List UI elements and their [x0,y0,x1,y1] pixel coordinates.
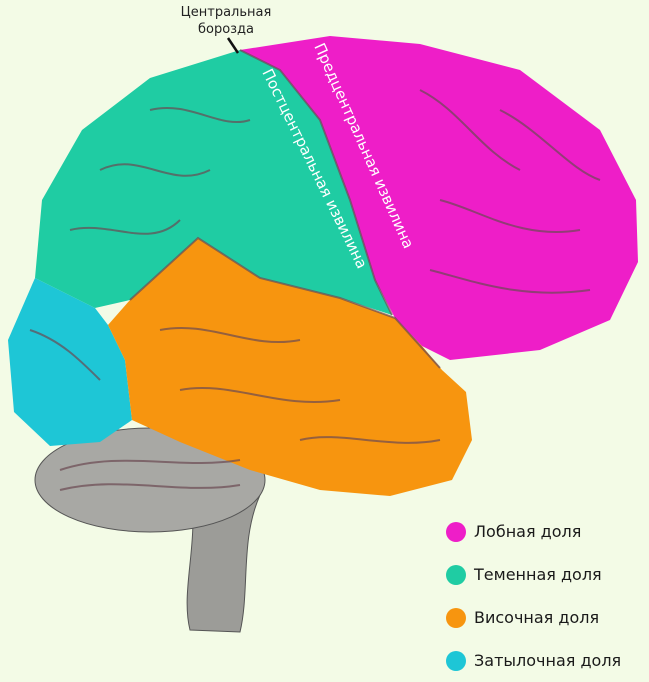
frontal-color-dot [446,521,466,542]
legend-item-frontal: Лобная доля [446,510,621,553]
legend-label: Лобная доля [474,522,582,541]
central-sulcus-label-line2: борозда [197,22,255,37]
legend-item-temporal: Височная доля [446,596,621,639]
temporal-color-dot [446,607,466,628]
legend-item-parietal: Теменная доля [446,553,621,596]
frontal-lobe [240,36,638,360]
legend: Лобная доля Теменная доля Височная доля … [446,510,621,682]
parietal-color-dot [446,564,466,585]
parietal-lobe [35,50,392,315]
central-sulcus-label: Центральная борозда [166,4,286,38]
sulci [29,49,601,491]
central-sulcus-pointer [226,37,240,54]
legend-label: Теменная доля [474,565,602,584]
temporal-lobe [108,238,472,496]
legend-label: Затылочная доля [474,651,622,670]
occipital-lobe [8,278,132,446]
legend-item-occipital: Затылочная доля [446,639,621,682]
central-sulcus-label-line1: Центральная [180,5,272,20]
occipital-color-dot [446,650,466,671]
legend-label: Височная доля [474,608,600,627]
